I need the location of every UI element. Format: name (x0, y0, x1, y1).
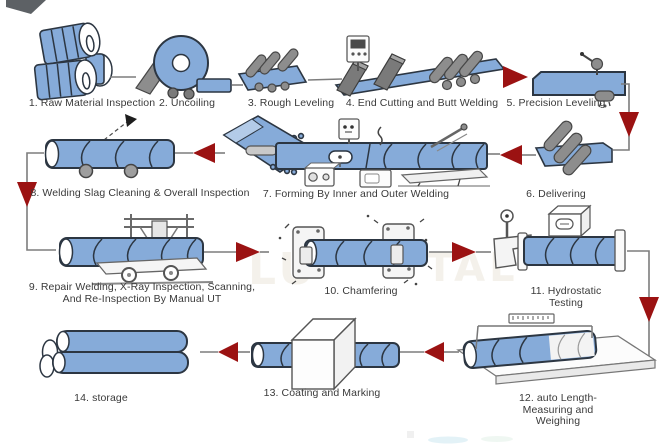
flow-arrow-left-7-8-icon (193, 143, 215, 163)
step-label-13: 13. Coating and Marking (263, 387, 381, 399)
spiral-forming-welder-icon (222, 115, 490, 188)
step-label-5: 5. Precision Leveling (506, 97, 606, 109)
flow-arrow-down-5-6-icon (619, 112, 639, 137)
step-label-14: 14. storage (74, 392, 128, 404)
pipe-storage-icon (39, 330, 189, 378)
flow-arrow-left-13-14-icon (218, 342, 238, 362)
xray-inspection-cart-icon (58, 214, 214, 285)
step-label-6: 6. Delivering (526, 188, 586, 200)
step-label-10: 10. Chamfering (324, 285, 398, 297)
step-label-7: 7. Forming By Inner and Outer Welding (262, 188, 450, 200)
corner-mark (6, 0, 46, 14)
end-cutting-welder-icon (334, 35, 506, 97)
step-label-2: 2. Uncoiling (158, 97, 216, 109)
chamfering-machine-icon (278, 214, 433, 286)
flow-arrow-right-4-5-icon (503, 66, 528, 88)
length-weighing-platform-icon (456, 313, 657, 385)
flow-arrow-left-12-13-icon (424, 342, 444, 362)
step-label-1: 1. Raw Material Inspection (28, 97, 156, 109)
step-label-11: 11. Hydrostatic Testing (530, 285, 602, 309)
step-label-3: 3. Rough Leveling (247, 97, 335, 109)
uncoiler-icon (135, 35, 232, 100)
flow-arrow-down-8-9-icon (17, 182, 37, 207)
step-label-9: 9. Repair Welding, X-Ray Inspection, Sca… (28, 281, 256, 305)
step-label-12: 12. auto Length-Measuring and Weighing (518, 392, 598, 427)
bottom-watermark-smudge (407, 431, 513, 444)
flow-arrow-left-6-7-icon (500, 145, 522, 165)
rough-leveling-rolls-icon (237, 48, 308, 93)
delivering-rolls-icon (534, 120, 613, 176)
step-label-4: 4. End Cutting and Butt Welding (345, 97, 499, 109)
flow-arrow-down-11-12-icon (639, 297, 659, 322)
flow-arrow-right-10-11-icon (452, 242, 476, 262)
flow-arrow-right-9-10-icon (236, 242, 260, 262)
connector-line-3-4 (307, 78, 343, 81)
hydrostatic-tester-icon (493, 204, 626, 272)
slag-cleaning-pipe-icon (44, 114, 175, 179)
coating-box-icon (251, 317, 400, 391)
steel-coils-icon (33, 22, 113, 101)
step-label-8: 8. Welding Slag Cleaning & Overall Inspe… (30, 187, 250, 199)
